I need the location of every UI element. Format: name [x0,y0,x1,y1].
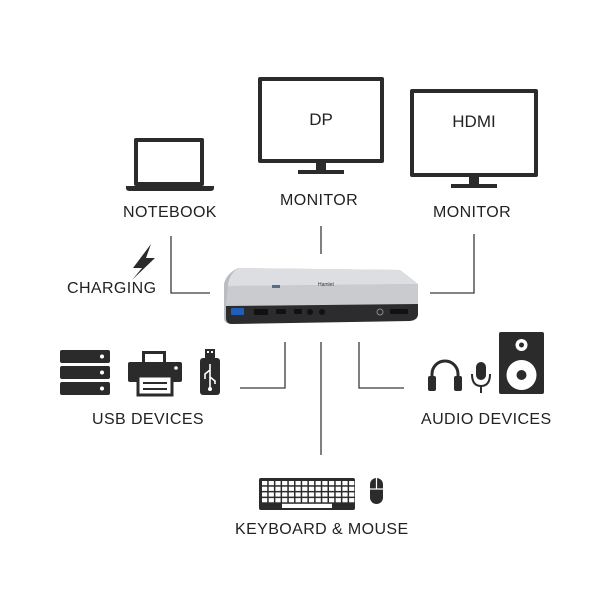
keyboard-key [349,481,355,486]
keyboard-key [335,486,341,491]
keyboard-key [322,481,328,486]
keyboard-key [268,492,274,497]
keyboard-key [275,498,281,503]
hdmi-screen-label: HDMI [452,112,496,131]
keyboard-key [329,486,335,491]
keyboard-key [322,492,328,497]
keyboard-key [268,498,274,503]
usb-stick-icon [200,349,220,395]
headphones-icon [428,359,462,391]
monitor-icon [410,89,538,188]
keyboard-key [302,481,308,486]
monitor-icon [258,77,384,174]
keyboard-key [288,498,294,503]
keyboard-key [295,492,301,497]
keyboard-key [282,486,288,491]
dock-brand-label: Hamlet [318,282,334,288]
keyboard-key [335,498,341,503]
keyboard-key [282,498,288,503]
keyboard-key [288,492,294,497]
speaker-icon [499,332,544,394]
keyboard-key [342,492,348,497]
keyboard-key [335,492,341,497]
keyboard-spacebar [282,503,332,508]
keyboard-key [262,486,268,491]
keyboard-key [329,492,335,497]
microphone-icon [471,362,491,393]
keyboard-key [349,486,355,491]
keyboard-key [282,492,288,497]
keyboard-key [349,498,355,503]
dp-monitor-label: MONITOR [280,192,359,209]
keyboard-icon [259,478,355,510]
audio-devices-label: AUDIO DEVICES [421,411,552,428]
keyboard-key [268,481,274,486]
keyboard-key [282,481,288,486]
keyboard-key [275,481,281,486]
server-icon [60,350,110,395]
dp-screen-label: DP [309,110,333,129]
keyboard-key [262,492,268,497]
keyboard-key [329,481,335,486]
laptop-icon [126,138,214,191]
keyboard-key [342,481,348,486]
line-usb [240,342,286,389]
keyboard-key [275,486,281,491]
line-notebook [170,236,210,294]
printer-icon [128,351,182,397]
keyboard-key [315,486,321,491]
usb-devices-label: USB DEVICES [92,411,204,428]
keyboard-mouse-label: KEYBOARD & MOUSE [235,521,409,538]
lightning-icon [132,244,155,280]
keyboard-key [262,481,268,486]
keyboard-key [288,486,294,491]
keyboard-key [329,498,335,503]
keyboard-key [302,492,308,497]
keyboard-key [302,498,308,503]
keyboard-key [275,492,281,497]
keyboard-key [295,481,301,486]
keyboard-key [308,486,315,491]
keyboard-key [308,492,315,497]
keyboard-key [295,498,301,503]
keyboard-key [295,486,301,491]
keyboard-key [308,481,315,486]
docking-station-icon: Hamlet [224,268,418,324]
keyboard-key [322,498,328,503]
notebook-label: NOTEBOOK [123,204,217,221]
hdmi-monitor-label: MONITOR [433,204,512,221]
connector-lines [170,226,475,455]
keyboard-key [349,492,355,497]
mouse-icon [370,478,383,504]
charging-label: CHARGING [67,280,157,297]
keyboard-key [335,481,341,486]
line-hdmi-monitor [430,234,475,294]
keyboard-key [315,481,321,486]
keyboard-key [342,498,348,503]
keyboard-key [268,486,274,491]
keyboard-key [322,486,328,491]
keyboard-key [308,498,315,503]
keyboard-key [315,492,321,497]
keyboard-key [302,486,308,491]
line-audio [358,342,404,389]
keyboard-key [342,486,348,491]
keyboard-key [315,498,321,503]
keyboard-key [288,481,294,486]
keyboard-key [262,498,268,503]
